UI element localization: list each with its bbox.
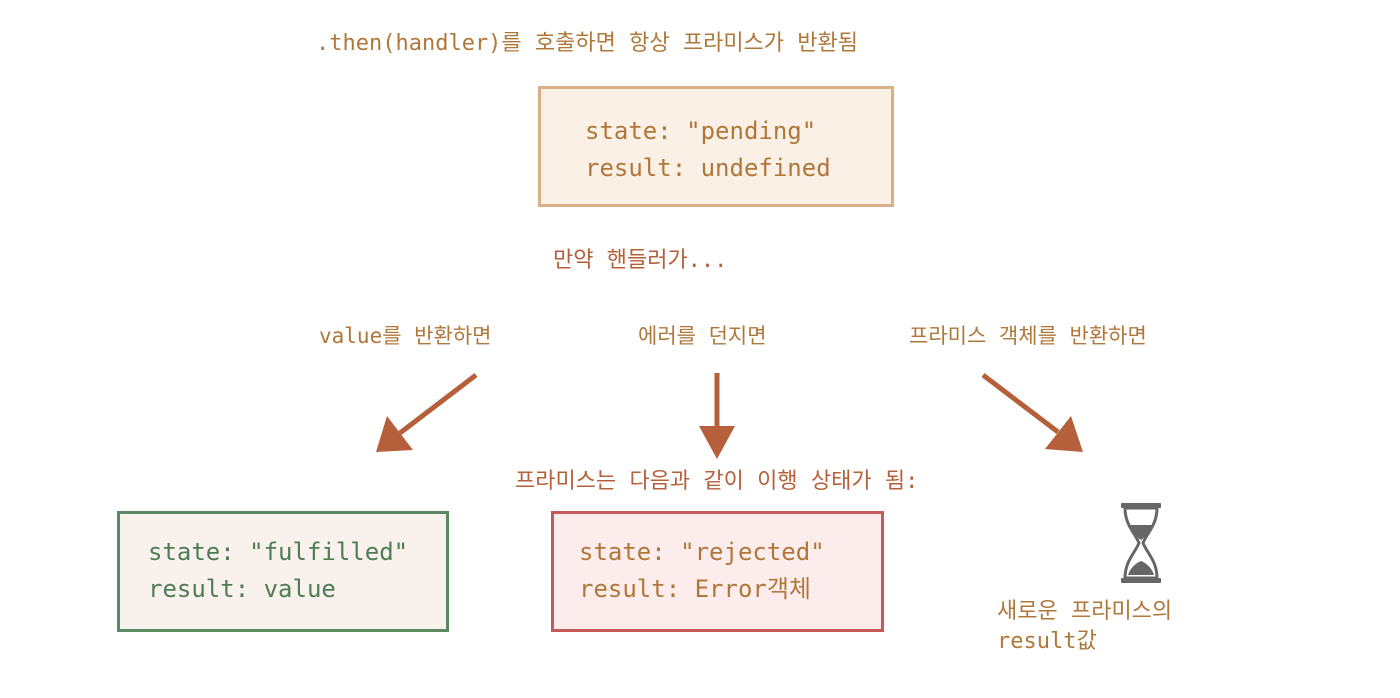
arrow-to-new-promise	[981, 373, 1083, 452]
pending-state: state: "pending"	[585, 117, 817, 145]
case-returns-promise: 프라미스 객체를 반환하면	[909, 324, 1147, 348]
rejected-promise-box: state: "rejected" result: Error객체	[551, 511, 884, 632]
hourglass-icon	[1121, 503, 1161, 583]
case-throws-error: 에러를 던지면	[638, 324, 767, 348]
fulfilled-promise-box: state: "fulfilled" result: value	[117, 511, 449, 632]
pending-promise-box: state: "pending" result: undefined	[538, 86, 894, 207]
case-returns-value: value를 반환하면	[319, 324, 492, 348]
arrow-to-fulfilled	[376, 373, 478, 452]
fulfilled-state: state: "fulfilled"	[148, 538, 409, 566]
pending-result: result: undefined	[585, 154, 831, 182]
new-promise-line1: 새로운 프라미스의	[997, 599, 1173, 624]
if-handler-label: 만약 핸들러가...	[553, 248, 728, 273]
arrow-to-rejected	[699, 373, 735, 459]
becomes-label: 프라미스는 다음과 같이 이행 상태가 됨:	[515, 469, 919, 494]
diagram-title: .then(handler)를 호출하면 항상 프라미스가 반환됨	[316, 31, 859, 56]
rejected-state: state: "rejected"	[579, 538, 825, 566]
rejected-result: result: Error객체	[579, 575, 811, 603]
new-promise-line2: result값	[997, 629, 1097, 654]
fulfilled-result: result: value	[148, 575, 336, 603]
